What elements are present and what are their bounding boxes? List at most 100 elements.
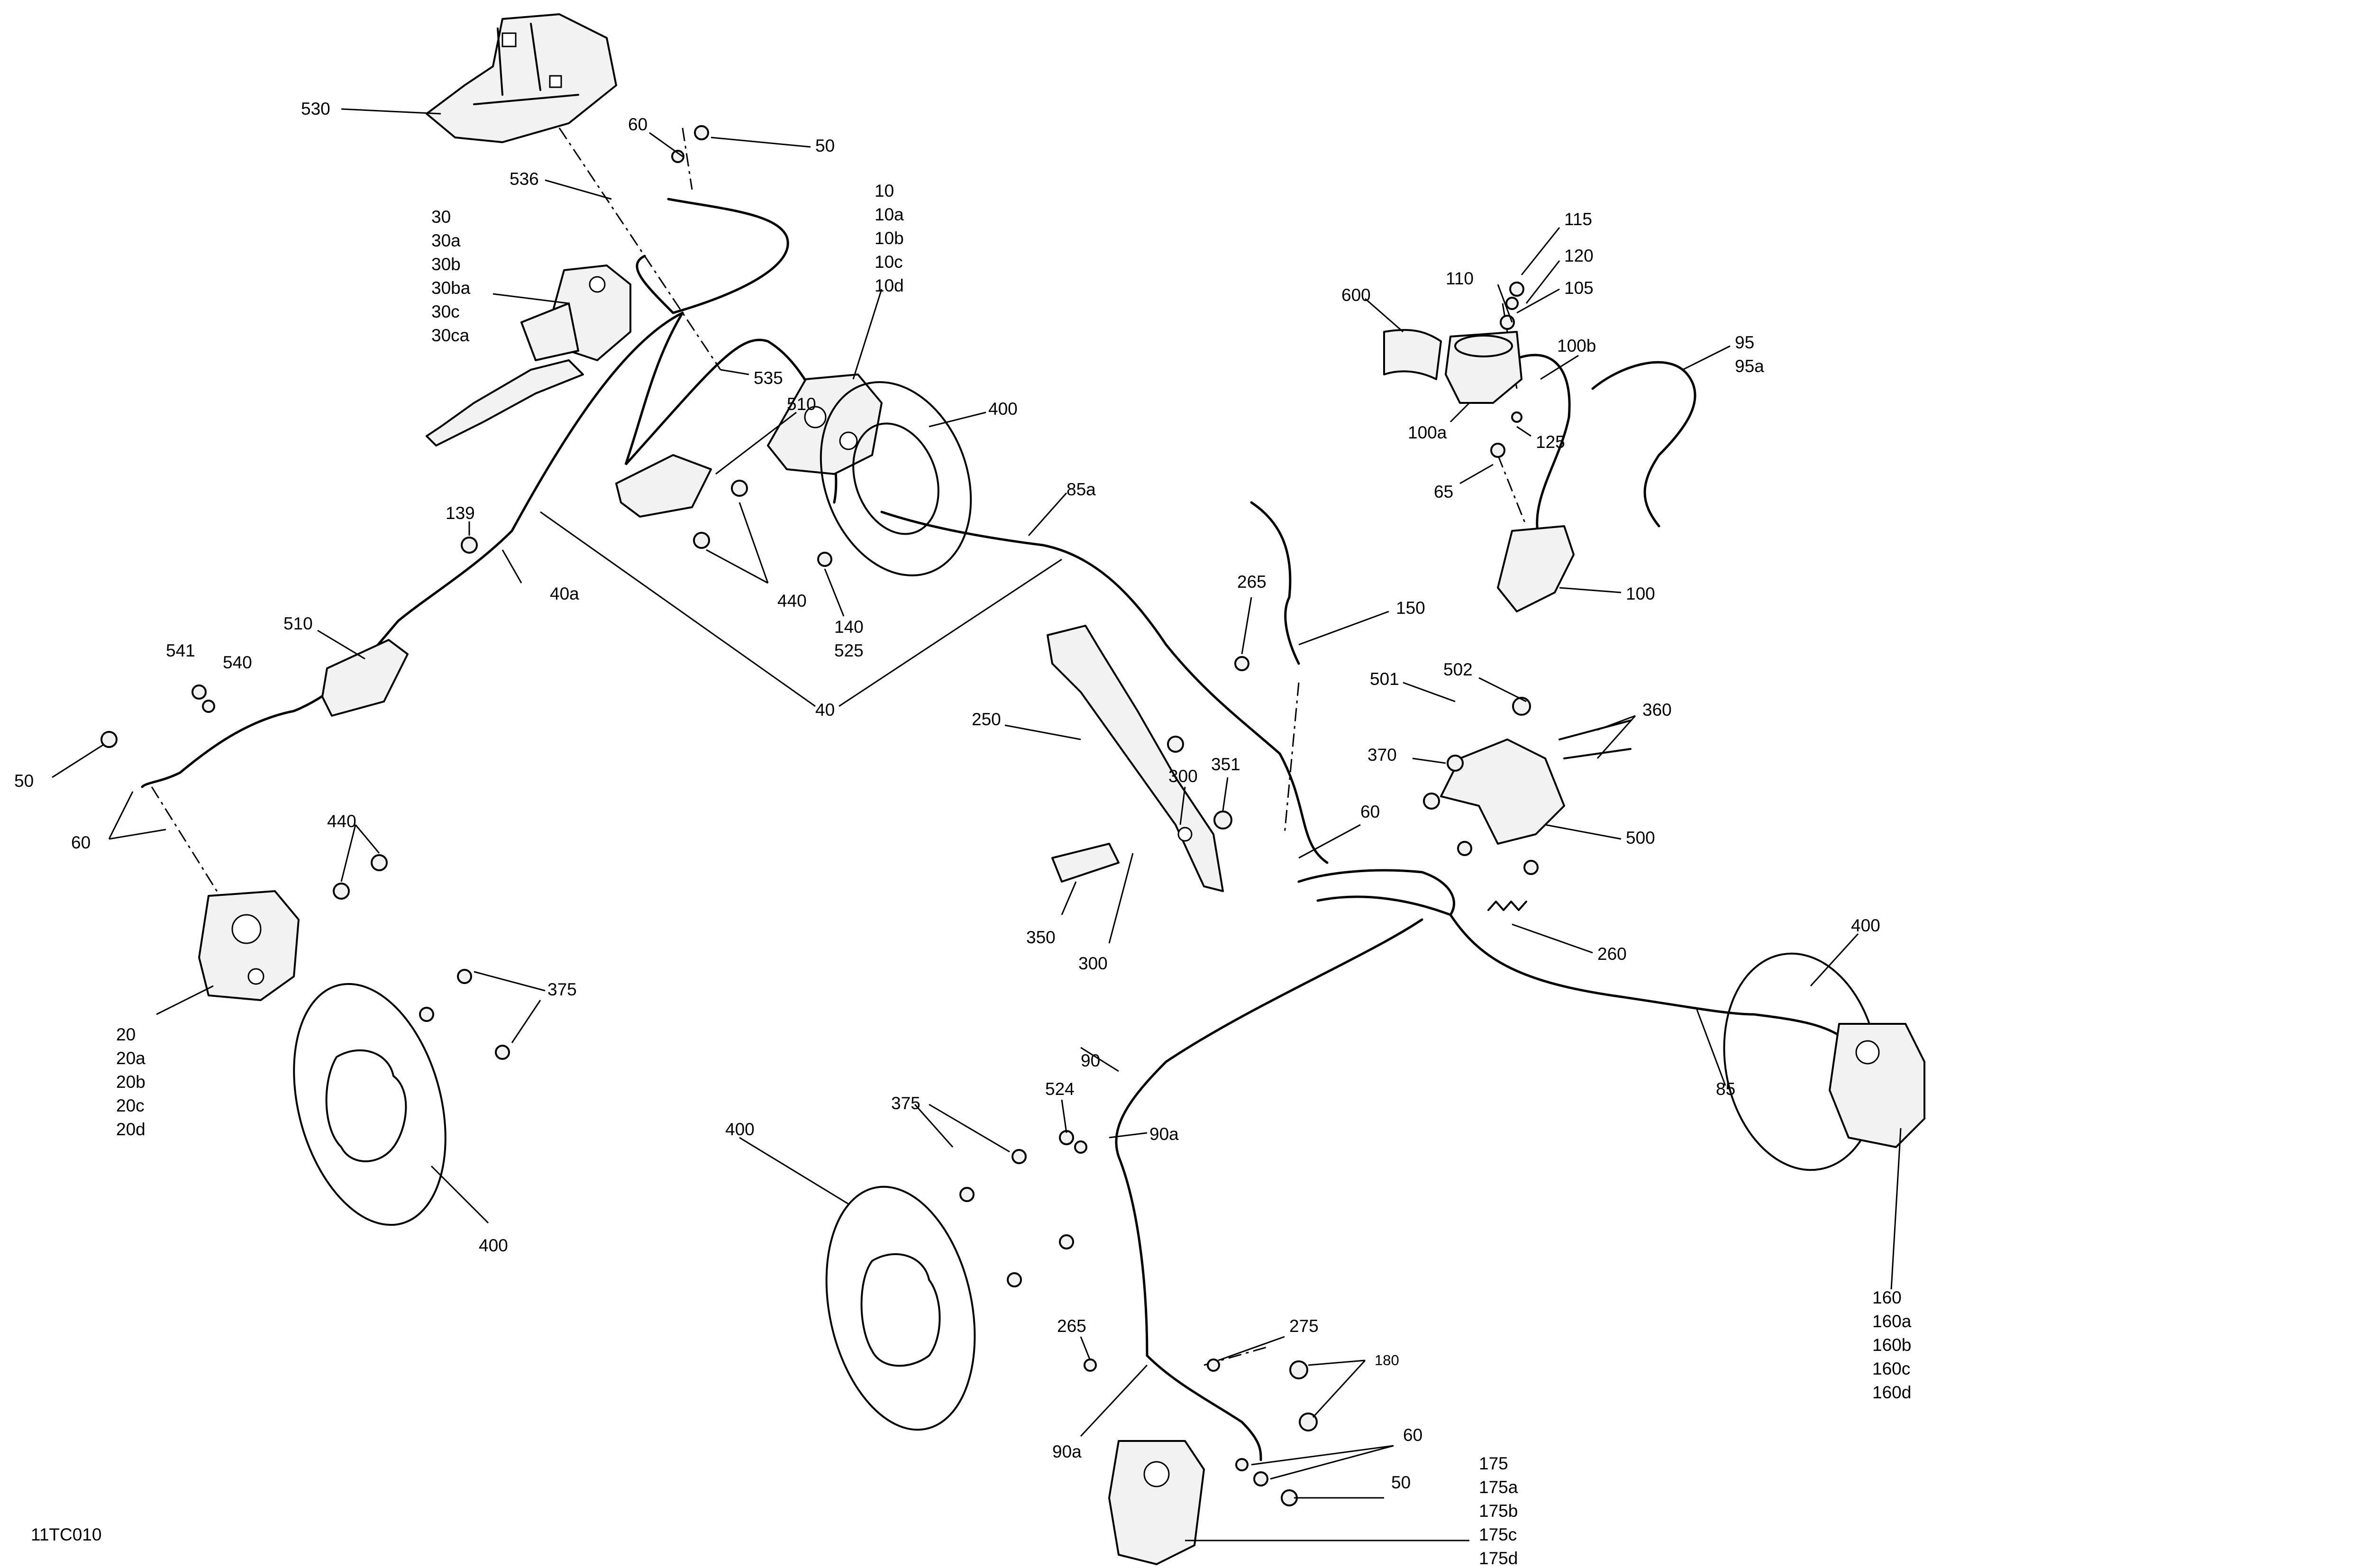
callout-530: 530 [301, 99, 330, 119]
callout-510-left: 510 [283, 614, 313, 633]
bracket-500 [1440, 720, 1632, 845]
callout-60-top: 60 [628, 115, 647, 134]
brake-line-150 [1250, 501, 1300, 665]
callout-40: 40 [815, 700, 835, 720]
svg-text:30b: 30b [431, 255, 461, 274]
callout-541: 541 [166, 641, 195, 660]
callout-265-top: 265 [1237, 572, 1267, 592]
rear-right-caliper-160 [1829, 1023, 1925, 1148]
callout-540: 540 [223, 653, 252, 672]
svg-text:175c: 175c [1479, 1525, 1517, 1544]
svg-text:10d: 10d [875, 276, 904, 295]
callout-60-left: 60 [71, 833, 91, 852]
callout-502: 502 [1443, 660, 1473, 679]
callout-440-left: 440 [327, 811, 356, 831]
callout-140-group: 140 525 [834, 617, 864, 660]
svg-text:20d: 20d [116, 1120, 146, 1139]
hardware-fasteners [100, 125, 1539, 1506]
callout-95-group: 95 95a [1735, 333, 1764, 376]
callout-400-top: 400 [988, 399, 1018, 419]
spring-260 [1487, 901, 1527, 911]
vent-hose-95 [1591, 361, 1696, 528]
svg-text:160a: 160a [1872, 1312, 1912, 1331]
callout-85: 85 [1716, 1079, 1735, 1099]
callout-500: 500 [1626, 828, 1655, 848]
front-right-caliper-10 [767, 374, 883, 475]
callout-139: 139 [446, 503, 475, 523]
svg-text:10: 10 [875, 181, 894, 201]
callout-260: 260 [1597, 944, 1627, 964]
callout-300-b: 300 [1078, 954, 1108, 973]
reservoir-hose-100b [1501, 354, 1571, 547]
svg-text:95a: 95a [1735, 356, 1764, 376]
callout-60-bot: 60 [1403, 1425, 1422, 1445]
svg-text:140: 140 [834, 617, 864, 637]
callout-90: 90 [1081, 1051, 1100, 1070]
callout-375-left: 375 [547, 980, 577, 999]
callout-400-mid: 400 [725, 1120, 755, 1139]
brake-pedal-250 [1047, 625, 1224, 892]
callout-535: 535 [754, 368, 783, 388]
svg-text:160d: 160d [1872, 1383, 1911, 1402]
rear-master-cylinder-100 [1497, 525, 1575, 612]
callout-275: 275 [1289, 1316, 1319, 1336]
callout-120: 120 [1564, 246, 1594, 265]
callout-30-group: 30 30a 30b 30ba 30c 30ca [431, 207, 471, 345]
svg-text:30: 30 [431, 207, 451, 227]
callout-105: 105 [1564, 278, 1594, 298]
svg-text:30ca: 30ca [431, 326, 470, 345]
svg-text:20a: 20a [116, 1048, 146, 1068]
callout-110: 110 [1446, 269, 1474, 288]
callout-85a: 85a [1066, 480, 1096, 499]
brake-lines [141, 198, 1850, 1461]
svg-text:10c: 10c [875, 252, 903, 272]
brake-junction-block [1297, 869, 1455, 917]
svg-text:175d: 175d [1479, 1549, 1518, 1568]
callout-90a-top: 90a [1149, 1124, 1179, 1144]
callout-150: 150 [1396, 598, 1425, 618]
callout-10-group: 10 10a 10b 10c 10d [875, 181, 904, 295]
callout-370: 370 [1367, 745, 1397, 765]
svg-text:10b: 10b [875, 228, 904, 248]
callout-50-top: 50 [815, 136, 835, 155]
svg-text:175b: 175b [1479, 1501, 1518, 1521]
callout-115: 115 [1564, 210, 1592, 229]
svg-text:160b: 160b [1872, 1335, 1911, 1355]
callout-300-a: 300 [1168, 766, 1198, 786]
svg-text:30a: 30a [431, 231, 461, 250]
brake-disc-front-left [293, 983, 447, 1226]
svg-text:175a: 175a [1479, 1477, 1518, 1497]
callout-20-group: 20 20a 20b 20c 20d [116, 1025, 146, 1139]
callout-180: 180 [1375, 1352, 1399, 1368]
rear-left-caliper-175 [1108, 1440, 1205, 1565]
callout-40a: 40a [550, 584, 579, 603]
callout-265-bot: 265 [1057, 1316, 1086, 1336]
reservoir-100a [1445, 331, 1522, 404]
svg-text:20: 20 [116, 1025, 136, 1044]
svg-text:175: 175 [1479, 1454, 1508, 1473]
callout-175-group: 175 175a 175b 175c 175d [1479, 1454, 1518, 1568]
callout-510-top: 510 [787, 394, 816, 414]
callout-440-top: 440 [777, 591, 807, 611]
callout-160-group: 160 160a 160b 160c 160d [1872, 1288, 1912, 1402]
brake-line-85 [1449, 913, 1850, 1044]
diagram-reference-code: 11TC010 [31, 1525, 101, 1544]
callout-600: 600 [1341, 285, 1371, 305]
callout-400-left: 400 [479, 1236, 508, 1255]
callout-350: 350 [1026, 928, 1056, 947]
callout-100a: 100a [1408, 423, 1447, 442]
svg-text:30ba: 30ba [431, 278, 471, 298]
callout-100: 100 [1626, 584, 1655, 603]
callout-536: 536 [510, 169, 539, 189]
callout-90a-bot: 90a [1052, 1442, 1082, 1461]
svg-text:160c: 160c [1872, 1359, 1910, 1378]
brake-line-40 [141, 311, 684, 788]
brake-line-90 [1115, 918, 1423, 1461]
brake-disc-rear-left [825, 1185, 976, 1431]
svg-text:20b: 20b [116, 1072, 146, 1092]
callout-375-mid: 375 [891, 1094, 921, 1113]
callout-labels: 530 60 50 536 30 30a 30b 30ba 30c 30ca 1… [14, 99, 1912, 1568]
assembly-lines [151, 85, 1527, 1366]
bracket-530 [426, 13, 617, 143]
